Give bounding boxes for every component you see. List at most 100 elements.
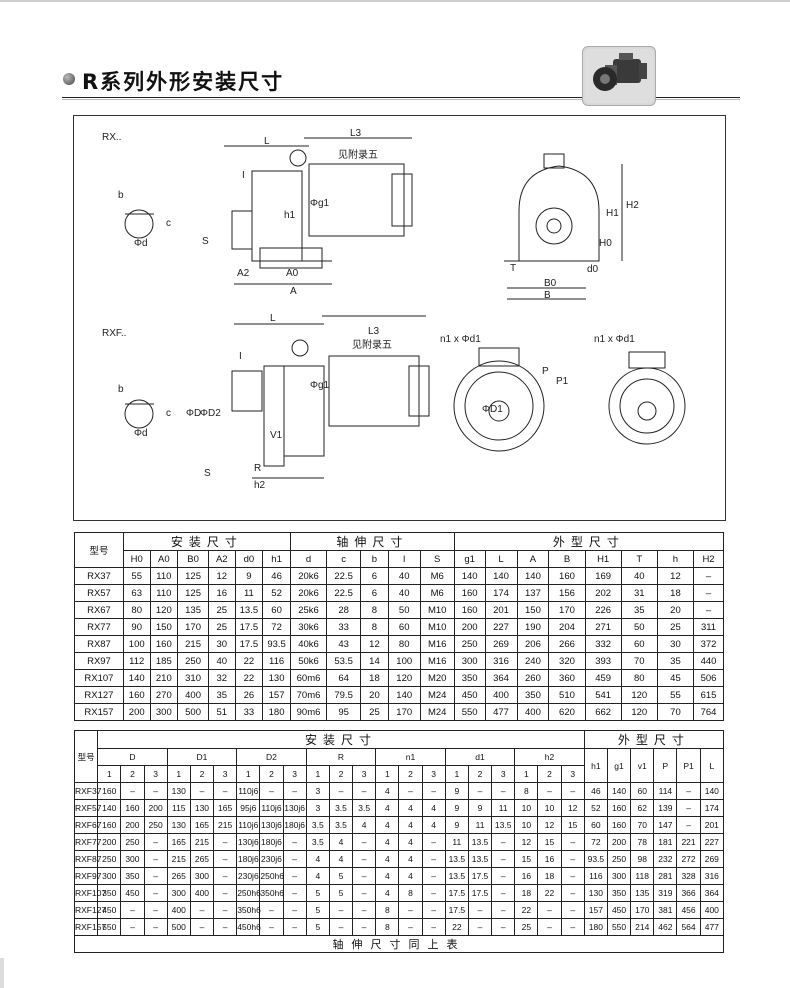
value-cell: 100	[387, 652, 421, 670]
value-cell: 6	[360, 567, 389, 585]
value-cell: 180	[262, 703, 291, 721]
value-cell: 110	[149, 584, 179, 602]
value-cell: 311	[693, 618, 724, 636]
dim-h1: h1	[284, 210, 296, 221]
value-cell: 226	[584, 601, 622, 619]
value-cell: 13.5	[444, 850, 469, 868]
value-cell: 266	[548, 635, 586, 653]
value-cell: 180j6	[282, 816, 307, 834]
value-cell: 328	[676, 867, 701, 885]
value-cell: 40	[387, 584, 421, 602]
value-cell: 180j6	[259, 833, 284, 851]
value-cell: –	[421, 918, 446, 936]
value-cell: 477	[699, 918, 725, 936]
value-cell: 200	[122, 703, 151, 721]
value-cell: M10	[419, 601, 455, 619]
value-cell: 204	[548, 618, 586, 636]
rxf-dim-c: c	[166, 408, 171, 419]
dim-d: Φd	[134, 238, 148, 249]
index-header: 1	[375, 765, 400, 783]
value-cell: 319	[653, 884, 678, 902]
value-cell: –	[537, 918, 562, 936]
value-cell: 350	[120, 867, 145, 885]
column-header: L	[484, 550, 518, 568]
subgroup-header: D	[97, 748, 168, 766]
index-header: 2	[328, 765, 354, 783]
value-cell: 120	[149, 601, 179, 619]
value-cell: 25	[207, 601, 236, 619]
value-cell: 43	[326, 635, 362, 653]
column-header: H0	[122, 550, 151, 568]
value-cell: 620	[548, 703, 586, 721]
value-cell: 4	[375, 850, 400, 868]
value-cell: 22.5	[326, 584, 362, 602]
value-cell: 9	[444, 782, 469, 800]
value-cell: 165	[166, 833, 191, 851]
value-cell: 115	[166, 799, 191, 817]
value-cell: –	[398, 782, 423, 800]
value-cell: 11	[444, 833, 469, 851]
value-cell: 95	[326, 703, 362, 721]
value-cell: 506	[693, 669, 724, 687]
model-cell: RX87	[74, 635, 124, 653]
value-cell: M10	[419, 618, 455, 636]
column-header: h1	[262, 550, 291, 568]
dim-L3: L3	[350, 128, 362, 139]
column-header: l	[387, 550, 421, 568]
value-cell: –	[421, 867, 446, 885]
value-cell: 120	[387, 669, 421, 687]
value-cell: 174	[699, 799, 725, 817]
value-cell: –	[537, 901, 562, 919]
value-cell: 135	[177, 601, 209, 619]
value-cell: 4	[375, 782, 400, 800]
value-cell: –	[676, 782, 701, 800]
value-cell: –	[282, 867, 307, 885]
column-header: S	[419, 550, 455, 568]
value-cell: 170	[548, 601, 586, 619]
value-cell: 35	[620, 601, 658, 619]
value-cell: 215	[213, 816, 238, 834]
rxf-dim-V1: V1	[270, 430, 283, 441]
group-header-install: 安装尺寸	[97, 730, 585, 749]
rx-model-label: RX..	[102, 132, 121, 143]
value-cell: 250	[606, 850, 632, 868]
value-cell: –	[120, 901, 145, 919]
value-cell: 450	[453, 686, 486, 704]
value-cell: 15	[537, 833, 562, 851]
dim-A2: A2	[237, 268, 250, 279]
value-cell: 100	[122, 635, 151, 653]
value-cell: 15	[514, 850, 539, 868]
index-header: 1	[444, 765, 469, 783]
value-cell: 52	[583, 799, 608, 817]
value-cell: 360	[548, 669, 586, 687]
value-cell: 70	[656, 703, 695, 721]
value-cell: 13.5	[467, 833, 493, 851]
value-cell: 160	[606, 799, 632, 817]
value-cell: 10	[514, 816, 539, 834]
value-cell: 22	[514, 901, 539, 919]
value-cell: –	[282, 918, 307, 936]
value-cell: 4	[398, 850, 423, 868]
value-cell: 250h6	[236, 884, 261, 902]
value-cell: 4	[375, 884, 400, 902]
group-header-outline: 外型尺寸	[583, 730, 725, 749]
value-cell: 17.5	[444, 884, 469, 902]
value-cell: –	[467, 901, 493, 919]
value-cell: –	[213, 884, 238, 902]
value-cell: 130	[583, 884, 608, 902]
value-cell: 230j6	[236, 867, 261, 885]
dim-g1: Φg1	[310, 198, 330, 209]
value-cell: 400	[484, 686, 518, 704]
value-cell: –	[259, 901, 284, 919]
value-cell: 160	[149, 635, 179, 653]
value-cell: 174	[484, 584, 518, 602]
column-header: A	[516, 550, 550, 568]
value-cell: 12	[656, 567, 695, 585]
value-cell: 250	[120, 833, 145, 851]
value-cell: 11	[491, 799, 516, 817]
